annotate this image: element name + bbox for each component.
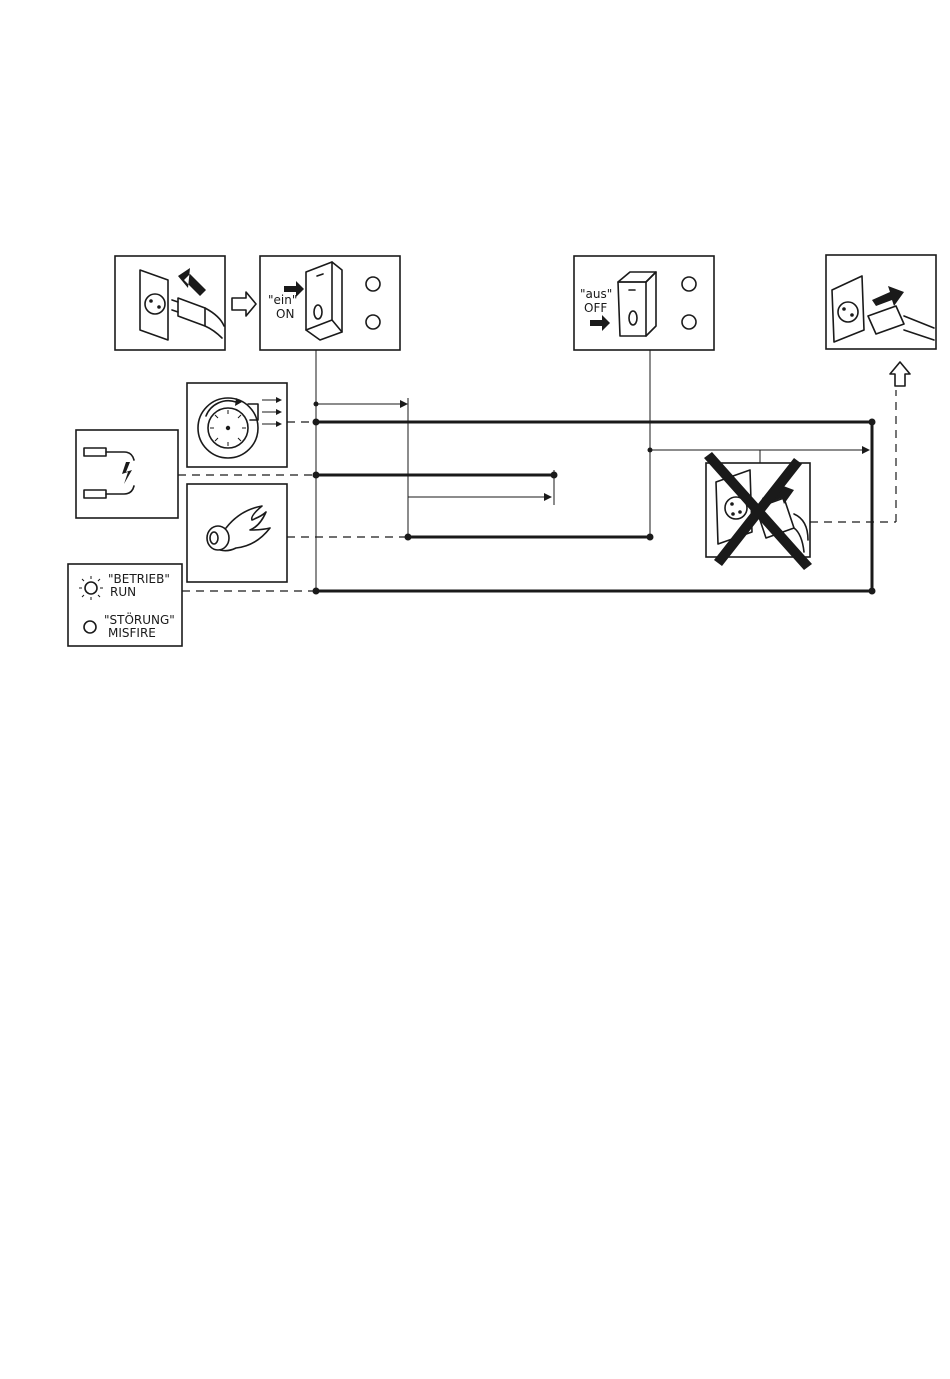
switch-off-quote: "aus": [580, 287, 612, 301]
legend-run-quote: "BETRIEB": [108, 572, 170, 586]
disconnect-warning-panel: [704, 452, 812, 570]
up-arrow-icon: [890, 362, 910, 386]
switch-on-label: ON: [276, 307, 294, 321]
legend-fault-quote: "STÖRUNG": [104, 611, 175, 627]
flame-panel: [187, 484, 287, 582]
switch-off-label: OFF: [584, 301, 607, 315]
ignition-panel: [76, 430, 178, 518]
switch-on-quote: "ein": [268, 293, 297, 307]
legend-run-label: RUN: [110, 585, 136, 599]
fan-panel: [187, 383, 287, 467]
switch-on-panel: "ein" ON: [260, 256, 400, 350]
switch-off-panel: "aus" OFF: [574, 256, 714, 350]
plug-out-panel: [826, 255, 936, 349]
legend-fault-label: MISFIRE: [108, 626, 156, 640]
status-legend: "BETRIEB" RUN "STÖRUNG" MISFIRE: [68, 564, 182, 646]
plug-in-panel: [115, 256, 225, 350]
next-step-arrow-icon: [232, 292, 256, 316]
